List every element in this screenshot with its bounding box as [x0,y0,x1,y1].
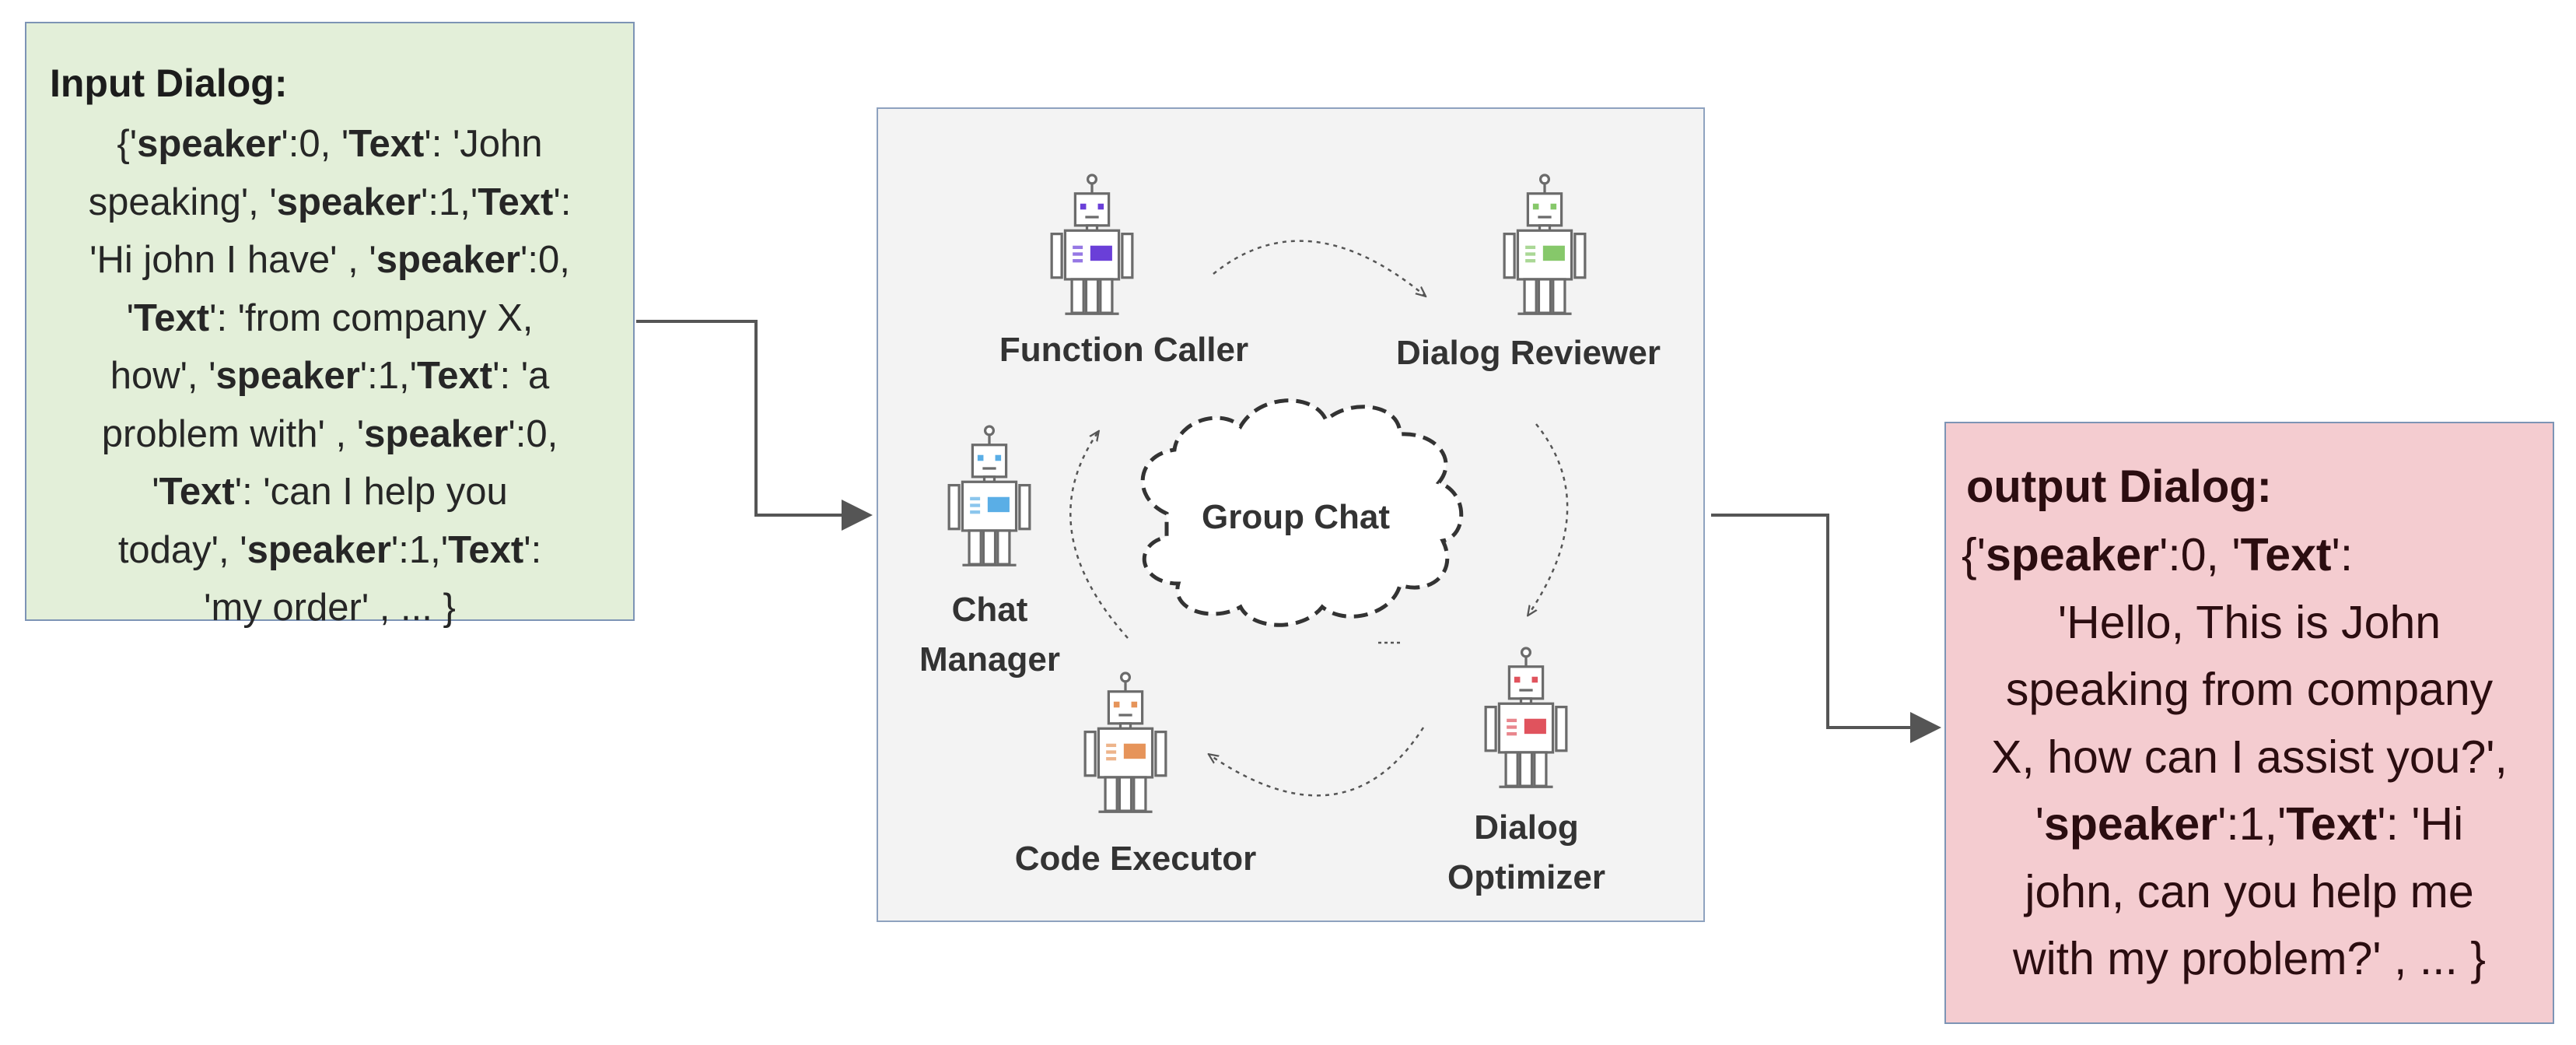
dialog-line: {'speaker':0, 'Text': 'John [42,115,618,174]
input-dialog-title: Input Dialog: [50,61,288,105]
dialog-text: ': 'John [424,123,543,165]
dialog-text: today', ' [117,528,247,571]
dialog-reviewer-label: Dialog Reviewer [1381,328,1676,378]
dialog-line: 'speaker':1,'Text': 'Hi [1962,791,2537,858]
dialog-text: {' [1962,529,1986,580]
arrow-function-to-reviewer [1213,240,1425,296]
group-chat-label: Group Chat [1202,498,1390,536]
dialog-line: X, how can I assist you?', [1962,724,2537,791]
dialog-line: speaking', 'speaker':1,'Text': [42,174,618,232]
dialog-key: speaker [276,181,422,223]
dialog-key: Text [133,296,210,339]
dialog-text: ':1,' [2217,798,2287,850]
dialog-text: ':1,' [359,355,417,397]
panel-to-output-arrow [1711,514,1941,743]
dialog-text: ': 'can I help you [234,471,508,513]
dialog-line: speaking from company [1962,656,2537,724]
output-dialog-box: output Dialog: {'speaker':0, 'Text':'Hel… [1944,422,2554,1024]
dialog-key: speaker [2044,798,2218,850]
dialog-line: 'Hi john I have' , 'speaker':0, [42,231,618,289]
dialog-key: Text [478,181,554,223]
chat-manager-label-line1: Chat [951,591,1028,629]
dialog-key: speaker [364,412,509,455]
arrow-optimizer-to-executor [1209,727,1425,797]
arrow-reviewer-to-optimizer [1528,423,1569,615]
chat-manager-label-line2: Manager [919,640,1060,679]
output-dialog-text: {'speaker':0, 'Text':'Hello, This is Joh… [1962,521,2537,993]
dialog-key: speaker [137,123,282,165]
dialog-text: how', ' [110,355,216,397]
dialog-key: Text [2286,798,2378,850]
dialog-text: ' [152,471,159,513]
dialog-line: with my problem?' , ... } [1962,925,2537,993]
dialog-key: speaker [215,355,360,397]
dialog-text: 'Hi john I have' , ' [89,239,376,281]
dialog-text: ':1,' [421,181,478,223]
dialog-line: 'my order' , ... } [42,579,618,637]
dialog-text: ' [2035,798,2045,850]
dialog-reviewer-label-text: Dialog Reviewer [1396,334,1661,372]
output-dialog-title: output Dialog: [1966,461,2273,512]
dialog-text: ':1,' [390,528,449,571]
function-caller-label-text: Function Caller [999,331,1249,369]
dialog-text: ': 'a [492,355,550,397]
dialog-line: how', 'speaker':1,'Text': 'a [42,347,618,405]
dialog-text: ': [2331,529,2354,580]
dialog-key: Text [348,123,425,165]
dialog-key: Text [416,355,493,397]
dialog-optimizer-label-line1: Dialog [1474,808,1579,847]
robot-icon-chat-manager [947,425,1031,566]
dialog-line: {'speaker':0, 'Text': [1962,521,2537,589]
dialog-text: ':0, [508,412,558,455]
dialog-line: 'Text': 'from company X, [42,289,618,348]
dialog-key: speaker [376,239,520,281]
dialog-text: speaking', ' [88,181,277,223]
dialog-text: ': 'from company X, [209,296,534,339]
dialog-text: speaking from company [2005,664,2494,715]
dialog-text: ': [553,181,572,223]
dialog-text: ':0, ' [2159,529,2241,580]
dialog-key: Text [448,528,524,571]
dialog-text: ': 'Hi [2377,798,2464,850]
dialog-optimizer-label: Dialog Optimizer [1423,803,1629,903]
dialog-text: ': [523,528,542,571]
dialog-text: {' [117,123,138,165]
dialog-line: today', 'speaker':1,'Text': [42,521,618,580]
dialog-text: with my problem?' , ... } [2012,933,2487,984]
dialog-key: Text [159,471,235,513]
dialog-optimizer-label-line2: Optimizer [1447,858,1605,896]
dialog-line: 'Hello, This is John [1962,589,2537,657]
dialog-key: speaker [1985,529,2160,580]
dialog-text: 'Hello, This is John [2057,596,2441,648]
input-to-panel-arrow [636,320,873,531]
code-executor-label: Code Executor [984,834,1287,884]
dialog-text: ':0, ' [281,123,349,165]
dialog-text: ':0, [520,239,570,281]
robot-icon-code-executor [1083,672,1167,813]
input-dialog-box: Input Dialog: {'speaker':0, 'Text': 'Joh… [25,22,635,629]
dialog-line: john, can you help me [1962,858,2537,926]
robot-icon-dialog-reviewer [1503,174,1587,315]
dialog-line: 'Text': 'can I help you [42,463,618,521]
dialog-key: Text [2240,529,2332,580]
dialog-key: speaker [247,528,391,571]
robot-icon-dialog-optimizer [1484,647,1568,788]
code-executor-label-text: Code Executor [1014,840,1257,878]
arrow-executor-to-manager [1069,432,1129,639]
dialog-text: X, how can I assist you?', [1991,731,2508,783]
dialog-text: john, can you help me [2025,865,2474,917]
dialog-text: ' [126,296,134,339]
group-chat-cloud [1140,398,1464,627]
function-caller-label: Function Caller [976,325,1272,375]
dialog-text: problem with' , ' [101,412,365,455]
dialog-text: 'my order' , ... } [204,587,456,629]
robot-icon-function-caller [1050,174,1134,315]
chat-manager-label: Chat Manager [894,585,1085,685]
dialog-line: problem with' , 'speaker':0, [42,405,618,464]
